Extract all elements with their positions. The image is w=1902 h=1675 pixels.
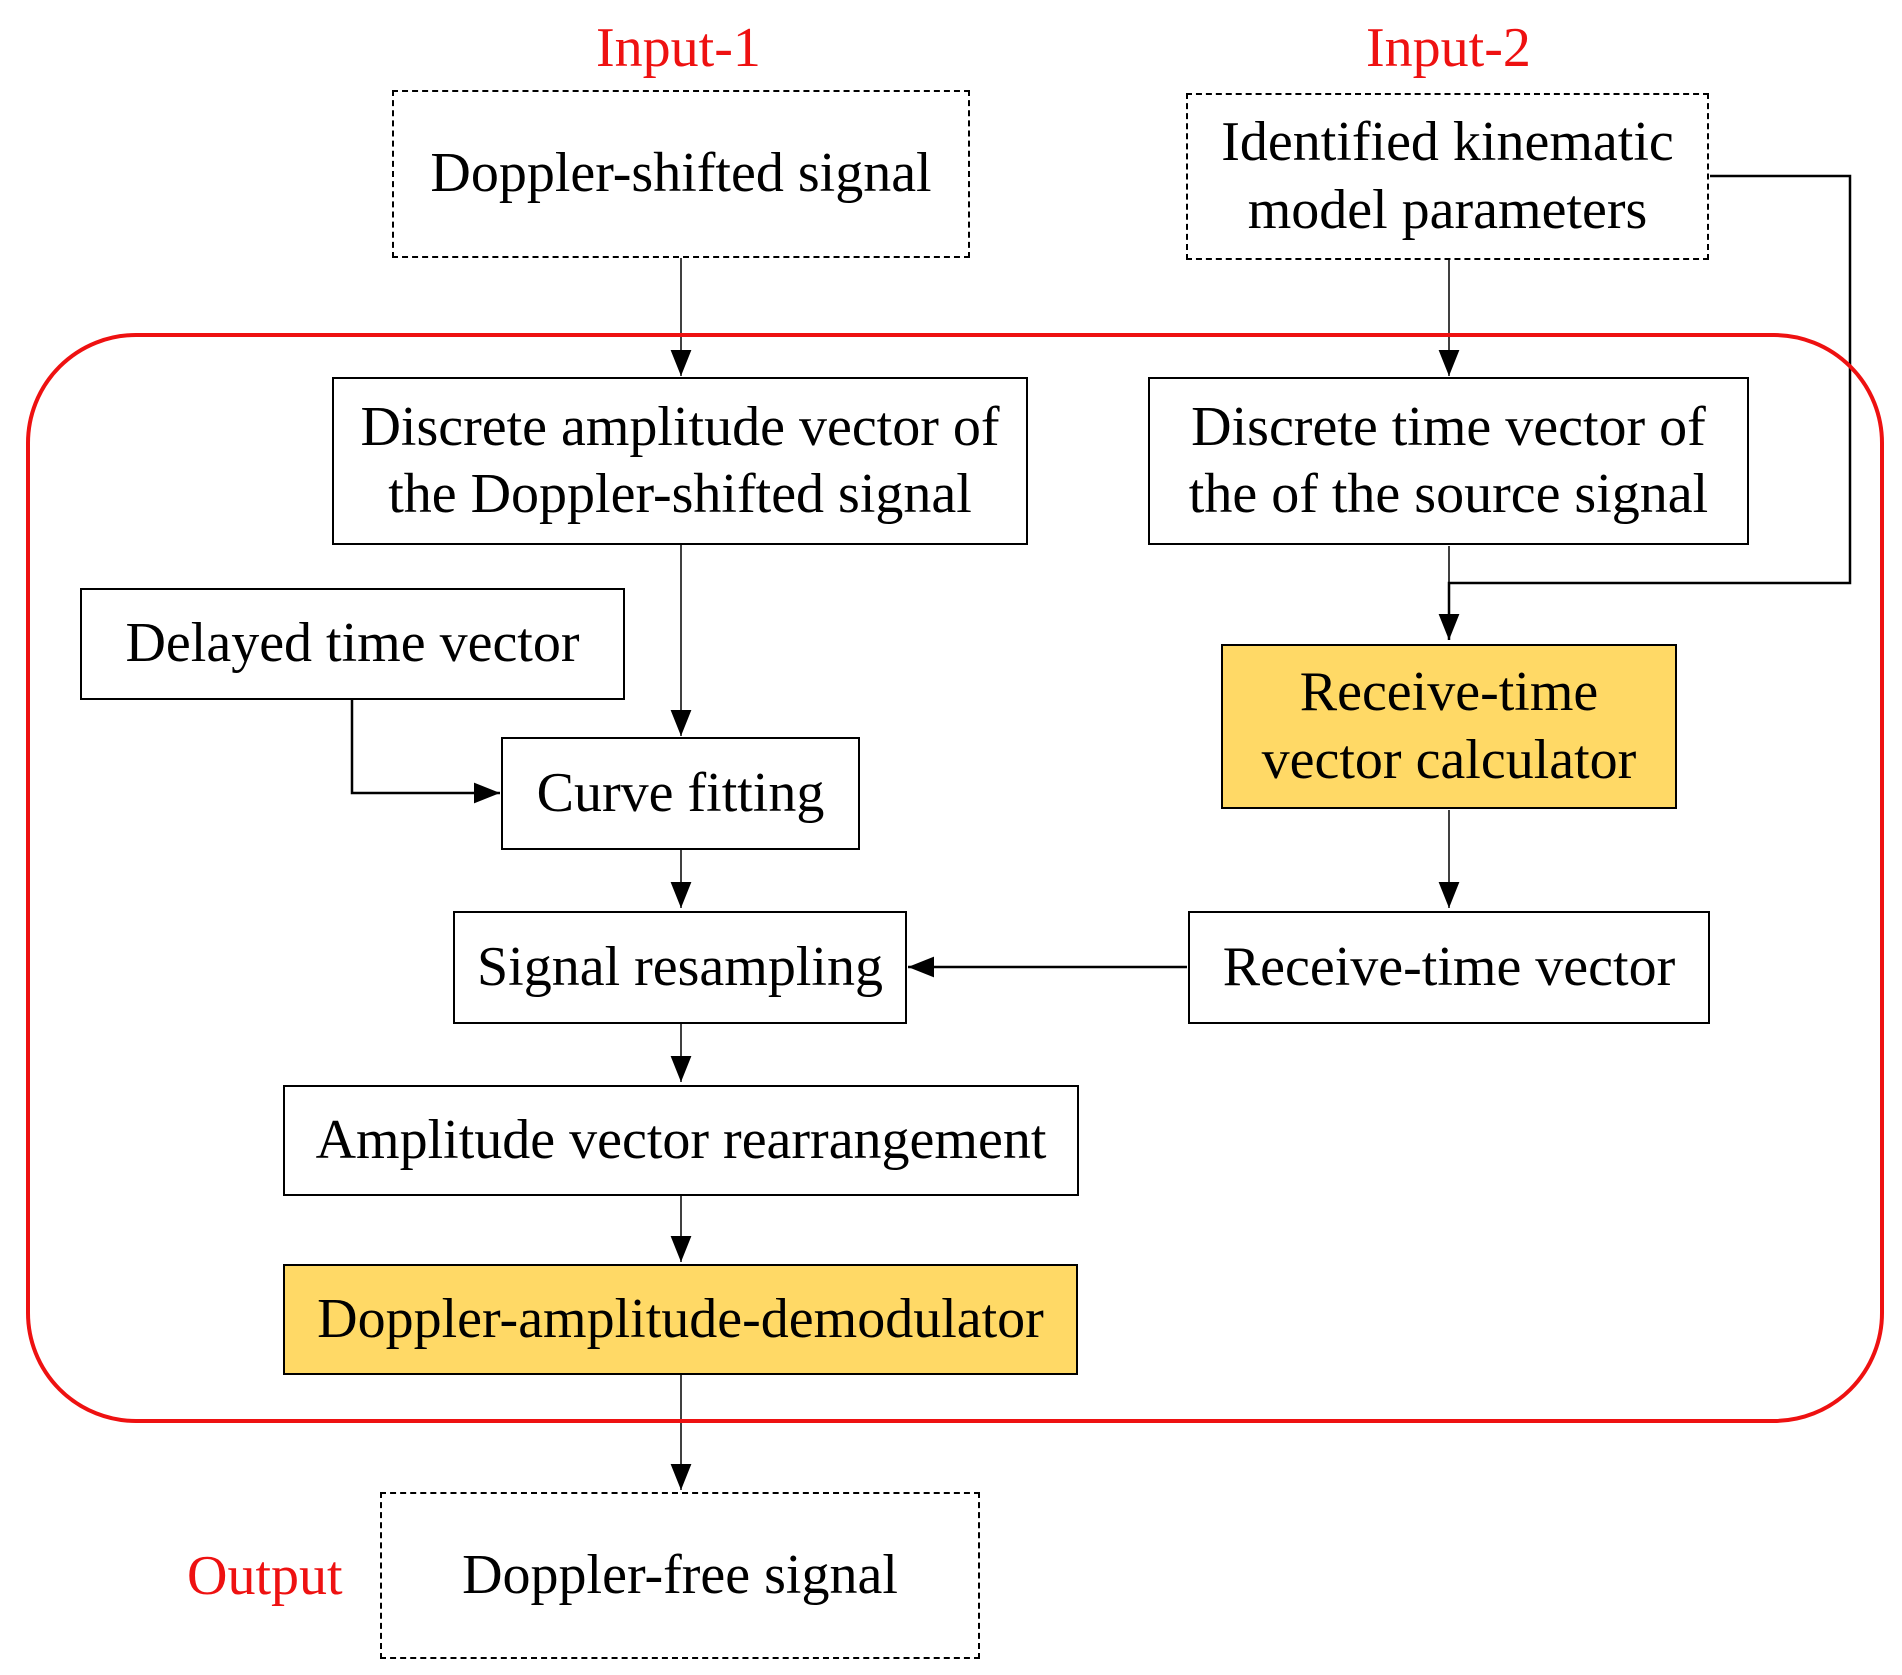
receive-time-calculator-text-line1: Receive-time [1299, 661, 1599, 724]
discrete-amplitude-text-line1: Discrete amplitude vector of [360, 395, 1000, 458]
input-1-label: Input-1 [596, 17, 761, 79]
discrete-time-text-line1: Discrete time vector of [1191, 395, 1706, 458]
doppler-free-signal-node: Doppler-free signal [380, 1492, 980, 1659]
amplitude-rearrangement-node: Amplitude vector rearrangement [283, 1085, 1079, 1196]
doppler-free-signal-text: Doppler-free signal [462, 1543, 898, 1606]
signal-resampling-node: Signal resampling [453, 911, 907, 1024]
doppler-shifted-signal-node: Doppler-shifted signal [392, 90, 970, 258]
processing-region [26, 333, 1884, 1423]
curve-fitting-node: Curve fitting [501, 737, 860, 850]
arrow-kinematic-to-receive-time-calculator [1438, 174, 1852, 640]
receive-time-calculator-text-line2: vector calculator [1261, 728, 1637, 791]
doppler-demodulator-node: Doppler-amplitude-demodulator [283, 1264, 1078, 1375]
delayed-time-vector-text: Delayed time vector [125, 612, 580, 675]
kinematic-parameters-text-line2: model parameters [1247, 178, 1648, 241]
discrete-amplitude-vector-node: Discrete amplitude vector of the Doppler… [332, 377, 1028, 545]
receive-time-calculator-node: Receive-time vector calculator [1221, 644, 1677, 809]
receive-time-vector-node: Receive-time vector [1188, 911, 1710, 1024]
output-label: Output [187, 1545, 343, 1607]
receive-time-vector-text: Receive-time vector [1222, 935, 1676, 998]
kinematic-parameters-text-line1: Identified kinematic [1221, 111, 1674, 174]
curve-fitting-text: Curve fitting [536, 761, 825, 824]
amplitude-rearrangement-text: Amplitude vector rearrangement [315, 1108, 1047, 1171]
input-2-label: Input-2 [1366, 17, 1531, 79]
kinematic-parameters-node: Identified kinematic model parameters [1186, 93, 1709, 260]
discrete-time-vector-node: Discrete time vector of the of the sourc… [1148, 377, 1749, 545]
delayed-time-vector-node: Delayed time vector [80, 588, 625, 700]
signal-resampling-text: Signal resampling [477, 935, 883, 998]
discrete-time-text-line2: the of the source signal [1188, 463, 1709, 525]
discrete-amplitude-text-line2: the Doppler-shifted signal [388, 463, 972, 525]
doppler-shifted-signal-text: Doppler-shifted signal [430, 142, 932, 205]
doppler-demodulator-text: Doppler-amplitude-demodulator [317, 1287, 1044, 1350]
arrow-delayed-time-to-curve-fitting [350, 700, 500, 804]
